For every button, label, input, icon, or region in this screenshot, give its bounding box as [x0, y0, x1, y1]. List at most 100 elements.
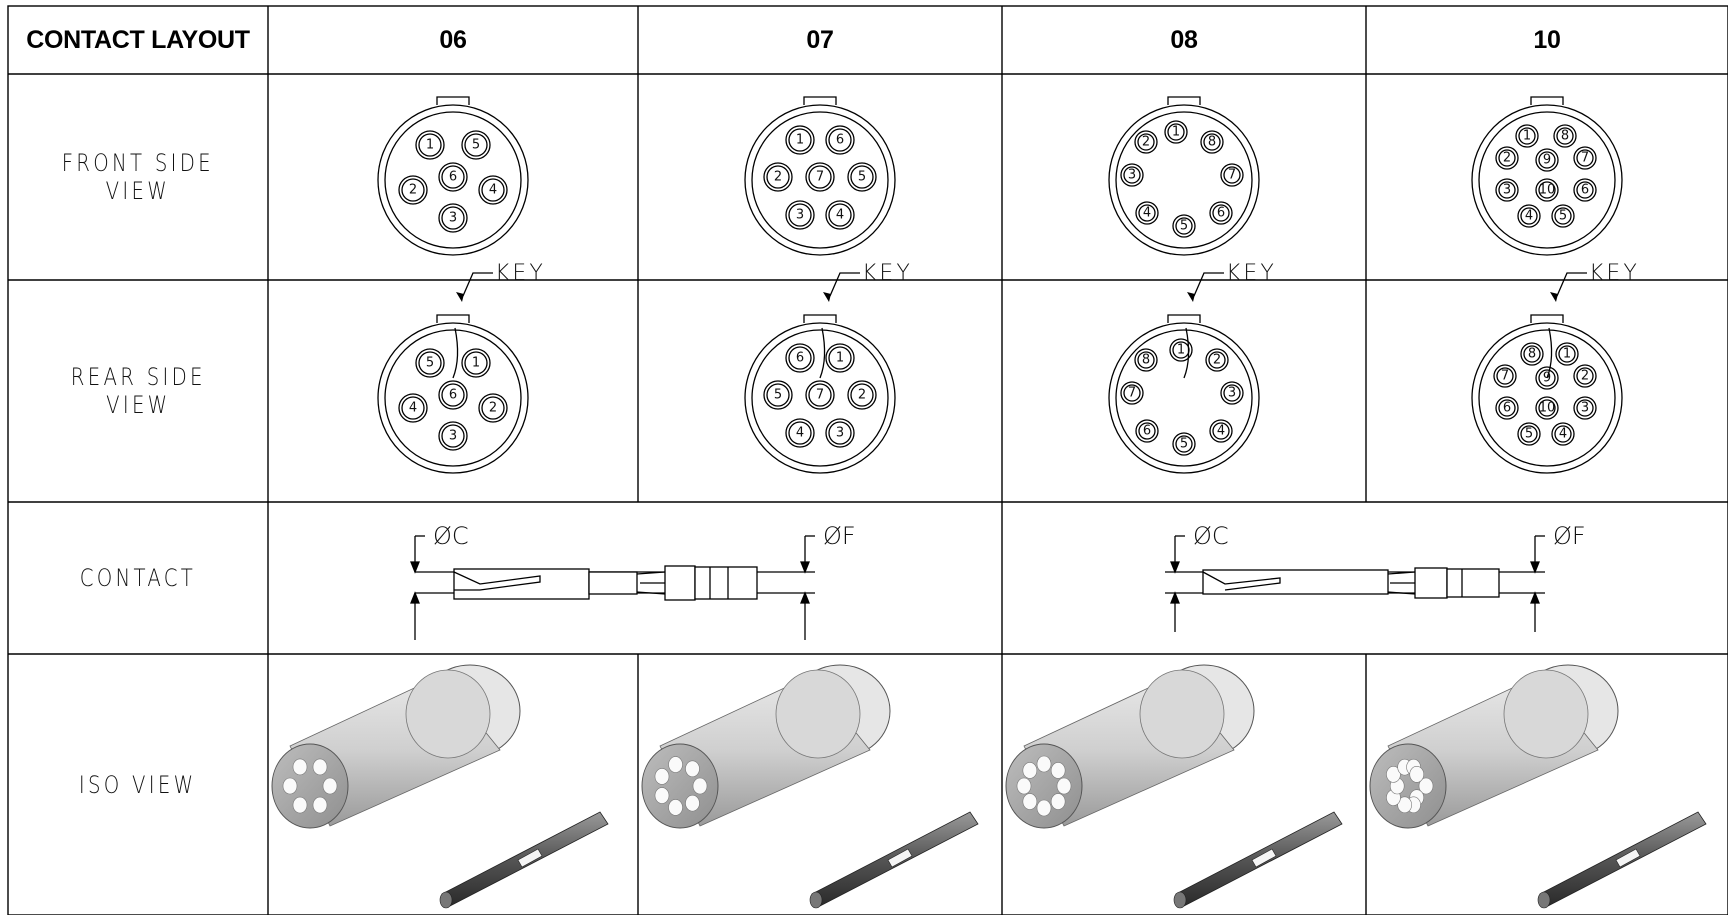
contact-hole-inner [850, 165, 874, 189]
contact-hole [1553, 124, 1577, 148]
contact-hole-inner [1175, 435, 1193, 453]
pin-number: 1 [836, 351, 844, 366]
contact-hole [847, 380, 877, 410]
contact-hole [785, 343, 815, 373]
iso-contact-window [1615, 848, 1641, 868]
pin-number: 4 [489, 183, 497, 198]
contact-hole-inner [850, 383, 874, 407]
row-label-cell-iso: ISO VIEW [8, 654, 268, 915]
pin-number: 1 [1563, 347, 1571, 362]
key-label: KEY [495, 261, 546, 286]
column-header-07: 07 [806, 25, 834, 54]
pin-number: 8 [1208, 135, 1216, 150]
contact-hole [1573, 178, 1597, 202]
key-leader-line [1556, 272, 1587, 297]
key-notch [803, 314, 837, 323]
contact-hole [398, 175, 428, 205]
pin-number: 6 [449, 170, 457, 185]
contact-hole-inner [766, 383, 790, 407]
contact-drawing-left [410, 535, 815, 640]
pin-number: 7 [816, 170, 824, 185]
dimension-label-f-left: ØF [823, 522, 856, 550]
iso-contact-hole [1409, 766, 1425, 783]
contact-hole [805, 380, 835, 410]
contact-hole [1520, 342, 1544, 366]
contact-hole [785, 418, 815, 448]
contact-hole-inner [1576, 181, 1594, 199]
iso-connector-07 [641, 664, 979, 909]
dimension-label-c-left: ØC [433, 522, 469, 550]
contact-hole-inner [441, 165, 465, 189]
pin-number: 5 [858, 170, 866, 185]
contact-hole-inner [1520, 425, 1538, 443]
inner-shell-ring [1115, 329, 1253, 467]
iso-contact-hole [1386, 766, 1401, 783]
iso-mid-ring [1139, 669, 1225, 759]
key-rib [1546, 327, 1553, 379]
contact-hole [847, 162, 877, 192]
pin-number: 3 [449, 429, 457, 444]
pin-number: 2 [1581, 369, 1589, 384]
pin-number: 5 [1180, 437, 1188, 452]
pin-number: 4 [409, 401, 417, 416]
pin-number: 2 [1213, 353, 1221, 368]
outer-shell-ring [377, 322, 529, 474]
iso-contact-hole [1050, 793, 1066, 810]
contact-hole-inner [1518, 127, 1536, 145]
contact-hole-inner [808, 383, 832, 407]
pin-number: 1 [1172, 125, 1180, 140]
contact-hole [415, 130, 445, 160]
contact-hole [763, 162, 793, 192]
contact-hole [1172, 214, 1196, 238]
contact-hole [398, 393, 428, 423]
iso-contact-hole [668, 799, 683, 816]
contact-hole-inner [401, 396, 425, 420]
pin-number: 6 [796, 351, 804, 366]
iso-front-face [271, 743, 349, 829]
contact-hole-inner [401, 178, 425, 202]
iso-contact-hole [1050, 762, 1066, 779]
contact-hole-inner [1538, 399, 1556, 417]
contact-hole [785, 125, 815, 155]
inner-shell-ring [751, 329, 889, 467]
contact-hole [1134, 130, 1158, 154]
iso-contact-hole [1036, 799, 1052, 817]
iso-contact-hole [1022, 793, 1038, 810]
contact-hole-inner [481, 178, 505, 202]
contact-hole [1535, 366, 1559, 390]
contact-hole-inner [766, 165, 790, 189]
contact-hole-inner [828, 128, 852, 152]
outer-shell-ring [1471, 104, 1623, 256]
key-leader-line [462, 272, 493, 297]
iso-contact-hole [654, 768, 670, 785]
contact-hole [825, 418, 855, 448]
row-label-front: FRONT SIDE VIEW [61, 149, 215, 205]
pin-number: 9 [1543, 153, 1551, 168]
contact-hole-inner [1498, 149, 1516, 167]
contact-hole-inner [1223, 166, 1241, 184]
contact-hole [1164, 120, 1188, 144]
key-label: KEY [1226, 261, 1277, 286]
key-notch [1167, 314, 1201, 323]
key-notch [1530, 96, 1564, 105]
contact-hole [1517, 204, 1541, 228]
iso-contact-hole [322, 777, 338, 795]
pin-number: 6 [1581, 183, 1589, 198]
pin-number: 7 [1501, 369, 1509, 384]
key-arrowhead [456, 292, 464, 302]
contact-hole-inner [1212, 422, 1230, 440]
contact-hole-inner [1498, 181, 1516, 199]
contact-hole [825, 343, 855, 373]
contact-hole [785, 200, 815, 230]
contact-hole-inner [1208, 351, 1226, 369]
iso-contact-hole [685, 794, 700, 812]
outer-shell-ring [744, 104, 896, 256]
iso-contact-hole [692, 777, 708, 795]
column-header-08: 08 [1170, 25, 1198, 54]
